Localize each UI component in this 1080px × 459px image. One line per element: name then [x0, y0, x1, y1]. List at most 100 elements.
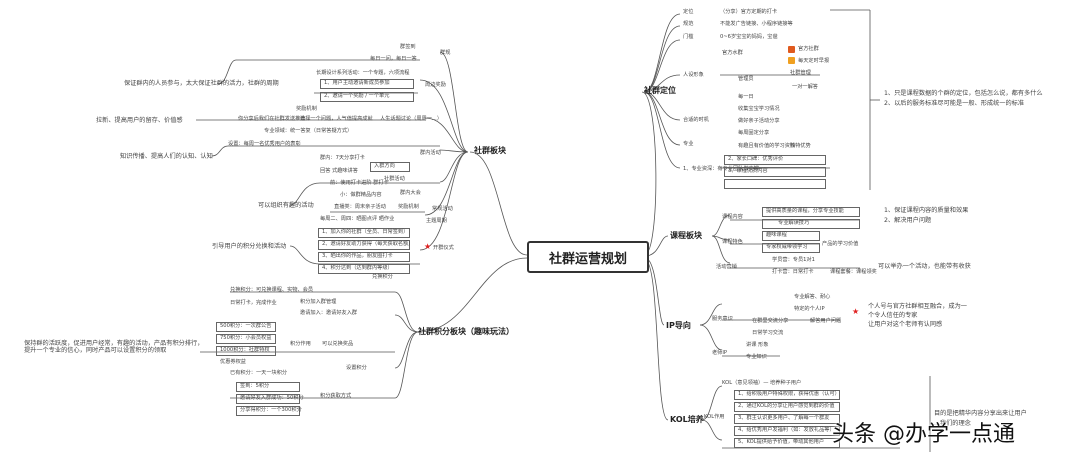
node: 奖励机制: [296, 106, 317, 112]
node: 每周固定分享: [738, 130, 770, 136]
node: 课程内容: [722, 214, 743, 220]
node: 官方水群: [722, 50, 743, 56]
node: 每周二、周四：晒图点评 晒作业: [320, 216, 395, 222]
node: 社群管理: [790, 70, 811, 76]
node-box: [216, 322, 276, 332]
note: ...我们的理念: [934, 420, 971, 427]
note: 可以举办一个活动，也能带有收获: [878, 263, 971, 270]
node: 活动营销: [716, 264, 737, 270]
section-ip: IP导向: [666, 321, 691, 330]
node: 有趣且有价值的学习资料: [738, 143, 796, 149]
node: 500积分：一次群公告: [220, 323, 272, 329]
node: 积分获取方式: [320, 393, 352, 399]
node: 管理员: [738, 76, 754, 82]
node-box: [762, 219, 860, 229]
node: 2、家长口碑：优秀评价: [728, 156, 784, 162]
node: 社群活动: [384, 176, 405, 182]
node: 选择一个问题，人气值提高成就: [300, 116, 373, 122]
node: 提供高质量的课程，分享专业技能: [766, 208, 844, 214]
node: 常规活动: [432, 206, 453, 212]
section-board: 社群板块: [474, 146, 506, 155]
node: 合适的时机: [683, 117, 709, 123]
node: 课程套餐：课程领奖: [830, 269, 877, 275]
section-points: 社群积分板块（趣味玩法）: [418, 327, 514, 336]
node: 签到：5积分: [240, 383, 270, 389]
node: 已有积分：一天一块积分: [230, 370, 288, 376]
node: 可以兑换奖品: [322, 341, 354, 347]
node: 设置：每周一名优秀用户的表彰: [228, 141, 301, 147]
node: 入群方向: [374, 163, 395, 169]
node: 2、邀请一个奖励 / 一个单元: [324, 93, 390, 99]
note: 可以组织有趣的活动: [258, 202, 314, 209]
node: 学员营：专员1对1: [772, 257, 815, 263]
flag-icon: [788, 57, 795, 64]
section-course: 课程板块: [670, 231, 702, 240]
node: 定位: [683, 9, 694, 15]
node: 日常打卡，完成作业: [230, 300, 277, 306]
node: 趣味课程: [766, 232, 787, 238]
node-box: [216, 346, 276, 356]
node: 回答 式趣味讲答: [320, 168, 358, 174]
note: 1、只是课程数据的个群的定位，包括怎么说，都有多什么: [884, 90, 1043, 97]
node: 专业: [683, 141, 694, 147]
node: 群内活动: [420, 150, 441, 156]
node: 长期设计系列活动：一个专题，六项流程: [316, 70, 410, 76]
node-box: [734, 402, 840, 412]
section-kol: KOL培养: [670, 415, 704, 424]
node: 每一日: [738, 94, 754, 100]
node: 讲课 形象: [746, 342, 769, 348]
node: KOL（意见领袖）— 培养种子用户: [722, 380, 802, 386]
note: 让用户对这个老师有认同感: [868, 321, 943, 328]
node: 老师IP: [712, 350, 728, 356]
node: 人设形象: [683, 72, 704, 78]
node: 群内：7天分享打卡: [320, 155, 365, 161]
node: 服务意识: [712, 316, 733, 322]
node: 3、群主认识更多用户、了解每一个群友: [738, 415, 830, 421]
flag-icon: [788, 46, 795, 53]
node: 专业领域：统一答复（日常答疑方式）: [264, 128, 353, 134]
node-box: [318, 264, 410, 274]
wire-points: [417, 257, 528, 333]
node: 优惠券权益: [220, 359, 246, 365]
node: 人生话题讨论（周周一...）: [380, 116, 443, 122]
node: 邀请好友入群成功：50积分: [240, 395, 304, 401]
wire-position: [641, 91, 657, 255]
node-box: [762, 207, 860, 217]
node-box: [370, 162, 410, 172]
node-box: [734, 390, 840, 400]
note: 拉新、提高用户的留存、价值感: [96, 117, 183, 124]
node-box: [318, 228, 410, 238]
node: 2、通过KOL的分享让用户感觉到群的价值: [738, 403, 835, 409]
note: 1、保证课程内容的质量和效果: [884, 207, 969, 214]
node: 5、KOL提供给予价值，带动其他用户: [738, 439, 825, 445]
node: 4、给优秀用户发福利（如：发放礼品等）: [738, 427, 835, 433]
node-box: [320, 79, 414, 89]
node: 奖励机制: [398, 204, 419, 210]
node: 产品的学习价值: [822, 241, 859, 247]
node: 4、积分达到（达到群内等级）: [322, 265, 393, 271]
star-icon: ★: [852, 307, 860, 316]
node: 每天定时早报: [798, 58, 830, 64]
note: 个令人信任的专家: [868, 312, 918, 319]
node: 1、用户主动邀请新成员参加: [324, 80, 390, 86]
wire-kol: [644, 259, 669, 421]
node: 分享得积分：一个300积分: [240, 407, 302, 413]
node: 兑换积分：可兑换课程、实物、会员: [230, 287, 314, 293]
node-box: [762, 231, 820, 241]
node: 前：使用打卡进阶 群打卡: [330, 180, 389, 186]
node-box: [236, 382, 300, 392]
node: 一对一解答: [792, 84, 818, 90]
node: 专业解答、耐心: [794, 294, 831, 300]
node-box: [724, 179, 826, 189]
node: 群签到: [400, 44, 416, 50]
note: 保证群内的人员参与，太大保证社群的活力，社群的周期: [124, 80, 279, 87]
node: 收集宝宝学习情况: [738, 106, 780, 112]
node: 规范: [683, 21, 694, 27]
node-box: [762, 243, 820, 253]
node: 750积分：小会员权益: [220, 335, 272, 341]
node-box: [236, 394, 300, 404]
node: 独特优势: [790, 143, 811, 149]
node-box: [318, 240, 410, 250]
node: 官方社群: [798, 46, 819, 52]
